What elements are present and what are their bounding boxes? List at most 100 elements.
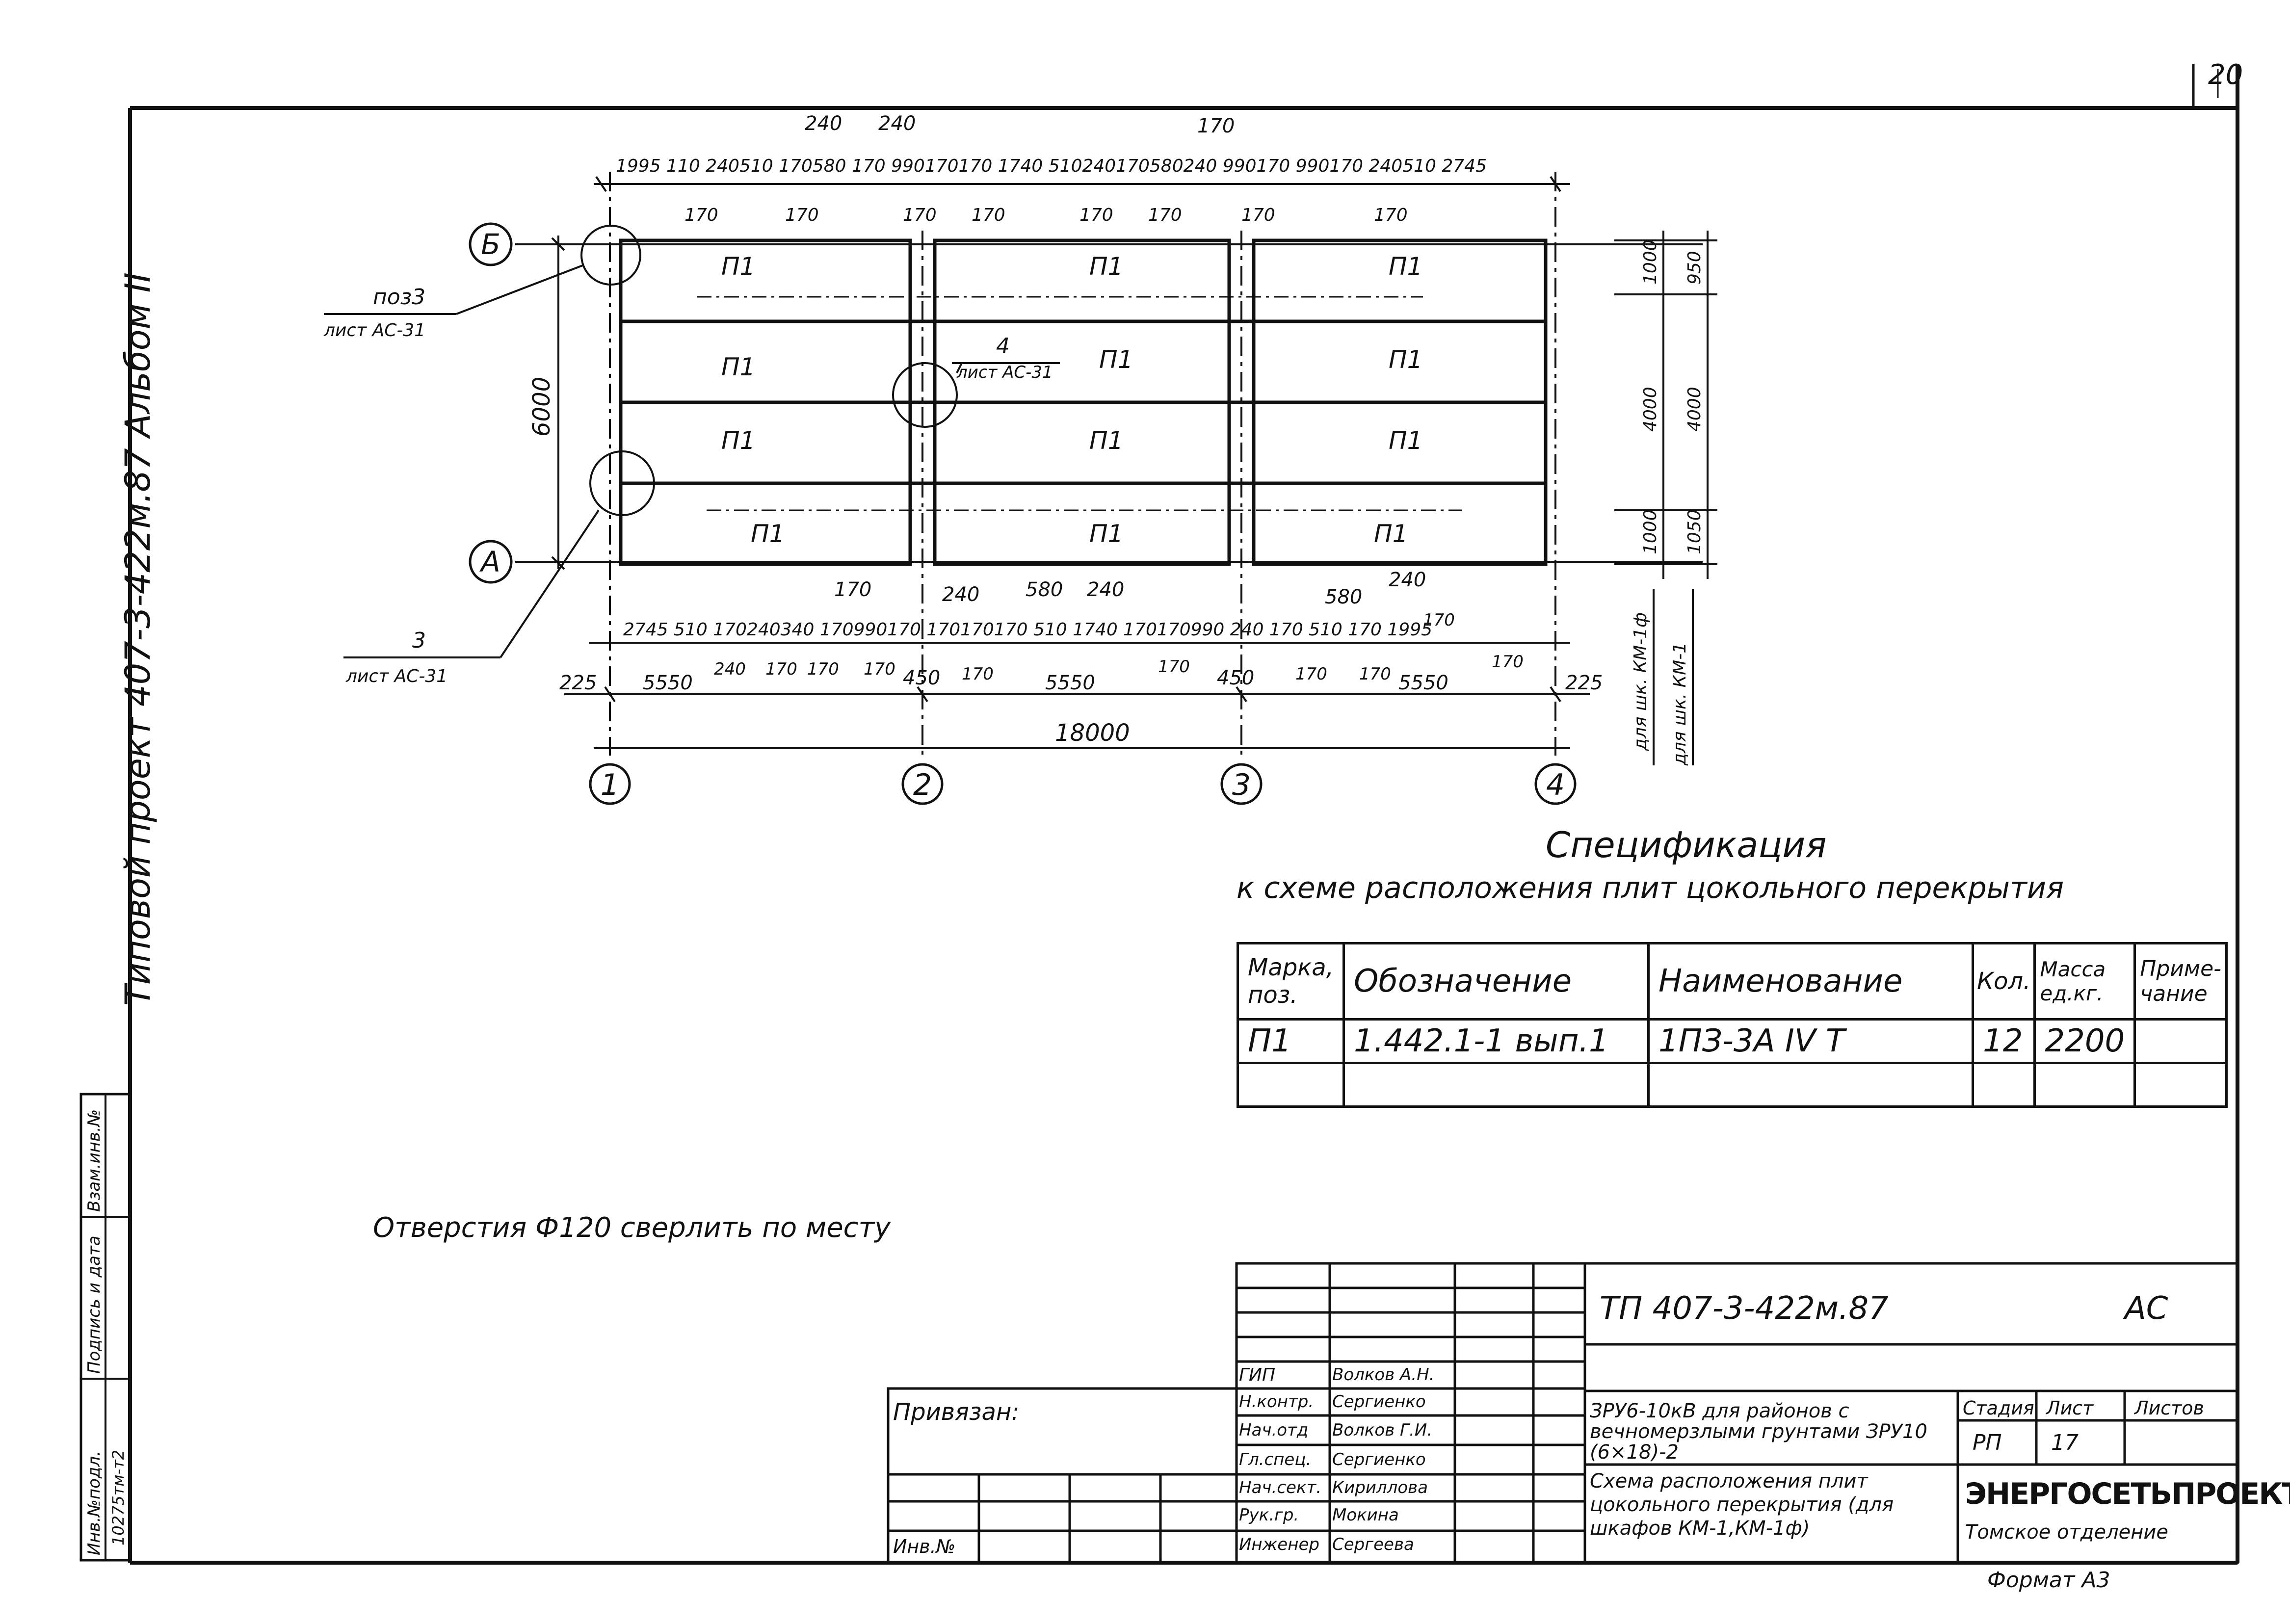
spec-cell: 1ПЗ-3А IV Т [1647,1018,1974,1064]
top-sub-label: 170 [903,205,937,225]
plate-mark: П1 [1089,520,1123,548]
axis-col-2: 2 [913,768,932,802]
name-glspec: Сергиенко [1332,1450,1426,1469]
axis-col-1: 1 [601,768,619,802]
title-block-grid [887,1262,2239,1564]
top-sub-label: 170 [684,205,718,225]
name-nachotd: Волков Г.И. [1332,1420,1433,1440]
role-rukgr: Рук.гр. [1239,1505,1299,1525]
callouts [324,225,1060,658]
spec-header: Приме-чание [2133,942,2228,1021]
spec-cell-empty [1971,1062,2036,1108]
name-engineer: Сергеева [1332,1535,1414,1554]
plate-mark: П1 [751,520,785,548]
spec-cell-empty [1342,1062,1650,1108]
sheet-value: 17 [2051,1430,2079,1455]
name-gip: Волков А.Н. [1332,1365,1435,1385]
bottom-extra-dim: 170 [834,578,871,601]
page-number: 20 [2208,59,2243,91]
top-extra-dim: 240 [805,112,842,135]
role-gip: ГИП [1239,1365,1276,1385]
plate-mark: П1 [1389,252,1422,281]
role-engineer: Инженер [1239,1535,1319,1554]
spec-title: Спецификация [1546,824,1827,865]
bottom-extra-dim: 240 [1087,578,1124,601]
role-nachotd: Нач.отд [1239,1420,1309,1440]
top-sub-label: 170 [1374,205,1408,225]
plate-mark: П1 [1389,426,1422,455]
axis-bubbles [469,222,1577,805]
bottom-sub-label: 170 [1359,664,1391,684]
bottom-sub-label: 170 [765,659,797,679]
total-dimension: 18000 [1055,719,1130,747]
bottom-extra-dim: 580 [1026,578,1063,601]
org-name: ЭНЕРГОСЕТЬПРОЕКТ [1965,1477,2290,1511]
plate-mark: П1 [1389,345,1422,374]
callout-number: 3 [412,628,426,653]
plate-bays [619,238,1548,566]
bottom-extra-dim: 240 [942,583,979,606]
top-dimension-chain: 1995 110 240510 170580 170 990170170 174… [616,156,1487,176]
spec-cell: П1 [1237,1018,1345,1064]
bottom-extra-dim: 240 [1389,569,1426,591]
plate-mark: П1 [721,252,755,281]
bottom-sub-label: 170 [1158,657,1190,677]
axis-col-4: 4 [1546,768,1565,802]
format-label: Формат А3 [1987,1568,2110,1593]
name-nkontr: Сергиенко [1332,1392,1426,1412]
title-code: ТП 407-3-422м.87 [1600,1290,1889,1327]
callout-sheet: лист АС-31 [323,320,425,341]
bottom-dimension-chain: 2745 510 170240340 170990170 170170170 5… [623,620,1432,640]
project-name: ЗРУ6-10кВ для районов с вечномерзлыми гр… [1590,1400,1927,1464]
side-title: Типовой проект 407-3-422м.87 Альбом II [118,272,158,1006]
right-dim-outer: 4000 [1640,387,1660,432]
spec-cell: 12 [1971,1018,2036,1064]
spec-cell-empty [2133,1062,2228,1108]
chain-225-left: 225 [559,672,597,694]
bottom-sub-label: 170 [1423,610,1455,630]
bottom-sub-label: 170 [807,659,839,679]
chain-5550: 5550 [1398,672,1448,694]
chain-5550: 5550 [1045,672,1095,694]
inv-label: Инв.№ [893,1536,956,1557]
bottom-sub-label: 170 [1295,664,1327,684]
right-dim-outer: 1000 [1640,509,1660,554]
bottom-sub-label: 240 [714,659,746,679]
axis-col-3: 3 [1232,768,1251,802]
spec-cell: 2200 [2033,1018,2136,1064]
right-dim-outer: 1000 [1640,239,1660,285]
role-glspec: Гл.спец. [1239,1450,1312,1469]
left-stamp-inv: Инв.№подл. [84,1451,104,1555]
spec-header: Обозначение [1342,942,1650,1021]
callout-sheet: лист АС-31 [345,666,447,686]
left-stamp-replace: Взам.инв.№ [84,1109,104,1212]
stage-value: РП [1973,1430,2002,1455]
bottom-dimension-lines [564,642,1590,749]
chain-225-right: 225 [1565,672,1603,694]
right-dim-inner: 4000 [1685,387,1705,432]
spec-subtitle: к схеме расположения плит цокольного пер… [1237,871,2064,905]
title-mark: АС [2125,1290,2168,1327]
bottom-sub-label: 170 [962,664,994,684]
stage-header: Стадия [1963,1397,2034,1419]
right-note-km1f: для шк. КМ-1ф [1631,612,1651,751]
callout-number: поз3 [373,285,425,310]
chain-450: 450 [903,667,940,689]
axis-row-B: Б [481,228,500,261]
top-sub-label: 170 [1079,205,1113,225]
org-branch: Томское отделение [1965,1521,2169,1544]
top-sub-label: 170 [972,205,1005,225]
spec-cell [2133,1018,2228,1064]
name-nachsekt: Кириллова [1332,1478,1428,1497]
right-note-km1: для шк. КМ-1 [1670,642,1690,766]
spec-table: Марка, поз. Обозначение Наименование Кол… [1237,942,2228,1108]
axis-row-A: А [479,545,500,578]
top-sub-label: 170 [1241,205,1275,225]
drilling-note: Отверстия Ф120 сверлить по месту [373,1212,891,1244]
top-extra-dim: 240 [878,112,916,135]
spec-cell-empty [2033,1062,2136,1108]
top-extra-dim: 170 [1197,115,1235,137]
plate-mark: П1 [721,426,755,455]
left-dimension-line [551,236,565,570]
